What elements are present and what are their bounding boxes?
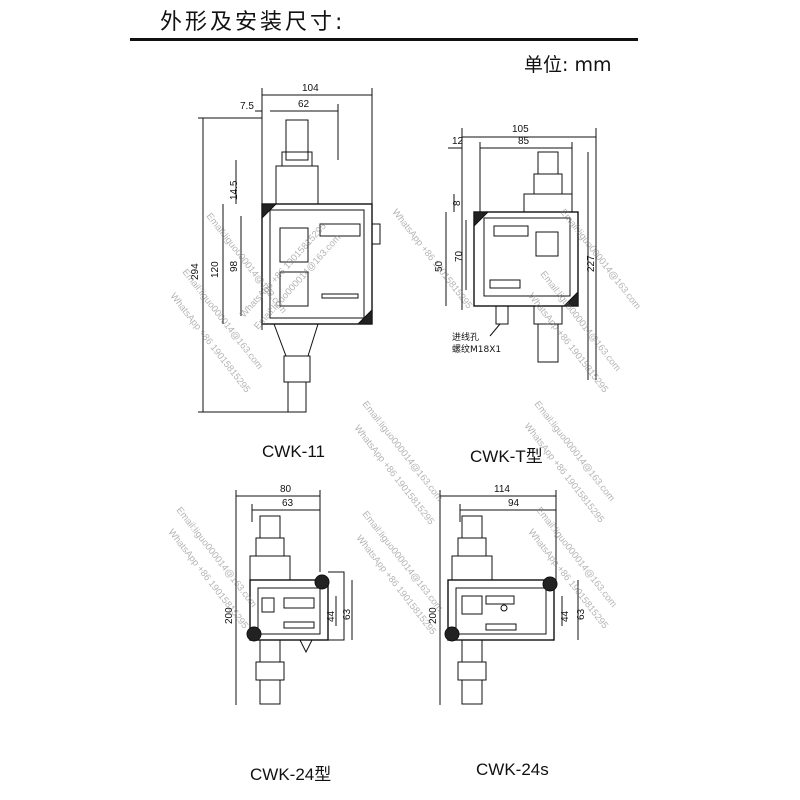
dim-height-total: 227 xyxy=(586,255,597,272)
dim-width-total: 80 xyxy=(280,484,292,495)
note-thread: 螺纹M18X1 xyxy=(452,343,501,355)
dim-height-inner: 98 xyxy=(229,260,240,272)
title-underline xyxy=(130,38,638,41)
dim-height-total: 200 xyxy=(224,607,235,624)
dim-height-total: 200 xyxy=(428,607,439,624)
page-title: 外形及安装尺寸: xyxy=(160,10,346,35)
note-inlet: 进线孔 xyxy=(452,331,479,343)
dim-top: 8 xyxy=(452,200,463,206)
caption-cwk-11: CWK-11 xyxy=(262,442,325,461)
dim-height-a: 44 xyxy=(560,610,571,622)
dim-width-body: 63 xyxy=(282,498,294,509)
dim-height-a: 50 xyxy=(434,260,445,272)
dim-width-total: 105 xyxy=(512,124,529,135)
drawing-cwk-t: 105 85 12 进线孔 螺纹M18X1 50 70 8 227 xyxy=(434,124,597,380)
dim-height-a: 44 xyxy=(326,610,337,622)
caption-cwk-t: CWK-T型 xyxy=(470,447,543,466)
dim-height-total: 294 xyxy=(190,263,201,280)
drawing-cwk-24s: 114 94 200 44 63 xyxy=(428,484,587,705)
dim-height-b: 63 xyxy=(342,608,353,620)
dim-width-total: 114 xyxy=(494,484,510,495)
caption-cwk-24: CWK-24型 xyxy=(250,765,332,784)
dim-width-body: 94 xyxy=(508,498,520,509)
unit-label: 单位: mm xyxy=(524,54,612,76)
dim-width-body: 85 xyxy=(518,136,530,147)
dim-offset: 7.5 xyxy=(240,101,254,112)
caption-cwk-24s: CWK-24s xyxy=(476,760,549,779)
dim-width-body: 62 xyxy=(298,99,310,110)
dim-height-b: 70 xyxy=(454,250,465,262)
dim-height-b: 63 xyxy=(576,608,587,620)
drawing-cwk-24: 80 63 200 44 63 xyxy=(224,484,353,705)
drawing-cwk-11: 104 62 7.5 294 120 98 14.5 xyxy=(190,83,381,413)
dim-height-mid: 120 xyxy=(210,261,221,278)
dim-top: 14.5 xyxy=(229,180,240,200)
dim-offset: 12 xyxy=(452,136,464,147)
dim-width-total: 104 xyxy=(302,83,319,94)
